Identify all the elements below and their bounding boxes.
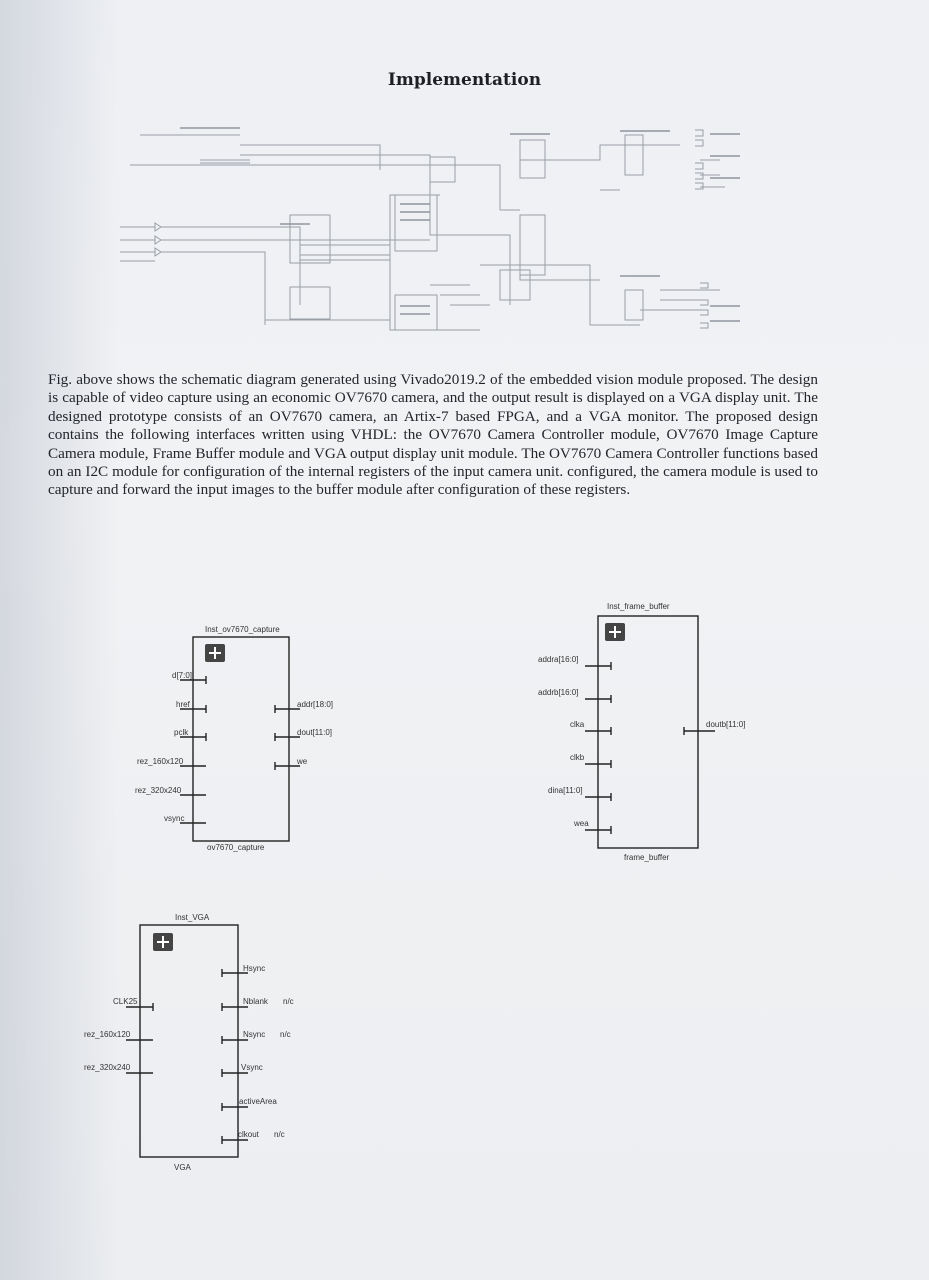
vga-pin-clkout: clkout	[238, 1130, 260, 1139]
vga-module-label: VGA	[174, 1163, 192, 1172]
expand-icon	[153, 933, 173, 951]
capture-instance-label: Inst_ov7670_capture	[205, 625, 280, 634]
buffer-pin-clka: clka	[570, 720, 585, 729]
buffer-pin-dina: dina[11:0]	[548, 786, 583, 795]
buffer-pin-clkb: clkb	[570, 753, 585, 762]
expand-icon	[205, 644, 225, 662]
buffer-instance-label: Inst_frame_buffer	[607, 602, 670, 611]
vga-instance-label: Inst_VGA	[175, 913, 210, 922]
capture-module-label: ov7670_capture	[207, 843, 265, 852]
capture-pin-pclk: pclk	[174, 728, 189, 737]
capture-pin-rez-320: rez_320x240	[135, 786, 182, 795]
body-paragraph: Fig. above shows the schematic diagram g…	[48, 371, 818, 499]
vga-nc-nblank: n/c	[283, 997, 294, 1006]
capture-pin-d: d[7:0]	[172, 671, 192, 680]
vga-pin-hsync: Hsync	[243, 964, 265, 973]
buffer-module-label: frame_buffer	[624, 853, 670, 862]
capture-pin-vsync: vsync	[164, 814, 184, 823]
capture-pin-rez-160: rez_160x120	[137, 757, 184, 766]
vga-pin-vsync: Vsync	[241, 1063, 263, 1072]
capture-pin-href: href	[176, 700, 191, 709]
capture-pin-dout: dout[11:0]	[297, 728, 332, 737]
buffer-pin-doutb: doutb[11:0]	[706, 720, 745, 729]
capture-pin-addr: addr[18:0]	[297, 700, 333, 709]
vga-nc-nsync: n/c	[280, 1030, 291, 1039]
section-heading: Implementation	[387, 70, 542, 90]
buffer-pin-addrb: addrb[16:0]	[538, 688, 578, 697]
expand-icon	[605, 623, 625, 641]
system-schematic	[120, 127, 740, 331]
vga-pin-activearea: activeArea	[239, 1097, 277, 1106]
vga-pin-nblank: Nblank	[243, 997, 269, 1006]
capture-pin-we: we	[296, 757, 308, 766]
vga-nc-clkout: n/c	[274, 1130, 285, 1139]
buffer-pin-wea: wea	[573, 819, 589, 828]
page-shadow	[0, 0, 120, 1280]
vga-pin-nsync: Nsync	[243, 1030, 265, 1039]
buffer-pin-addra: addra[16:0]	[538, 655, 578, 664]
